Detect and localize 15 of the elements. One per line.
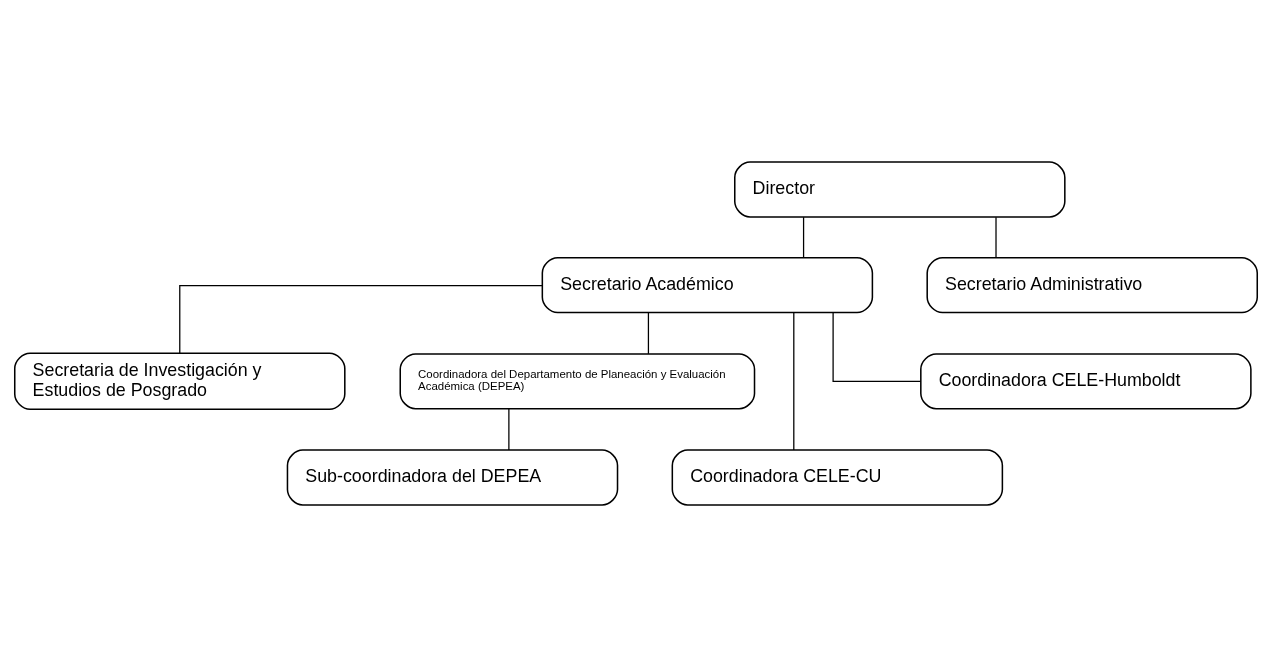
node-box: Secretaria de Investigación y Estudios de Posgrado bbox=[14, 352, 346, 411]
connector bbox=[802, 216, 805, 259]
connector bbox=[179, 285, 543, 354]
node-box: Coordinadora CELE-CU bbox=[671, 449, 1004, 506]
node-box: Coordinadora del Departamento de Planeación y Evaluación Académica (DEPEA) bbox=[399, 353, 756, 410]
node-box: Director bbox=[734, 161, 1066, 218]
connector bbox=[647, 312, 650, 355]
connector bbox=[508, 408, 510, 451]
node-box: Coordinadora CELE-Humboldt bbox=[920, 353, 1252, 410]
connector bbox=[995, 216, 997, 259]
node-box: Secretario Académico bbox=[541, 256, 874, 314]
node-box: Secretario Administrativo bbox=[926, 256, 1258, 314]
node-box: Sub-coordinadora del DEPEA bbox=[286, 449, 619, 506]
connector bbox=[793, 312, 795, 451]
connector bbox=[832, 312, 922, 382]
